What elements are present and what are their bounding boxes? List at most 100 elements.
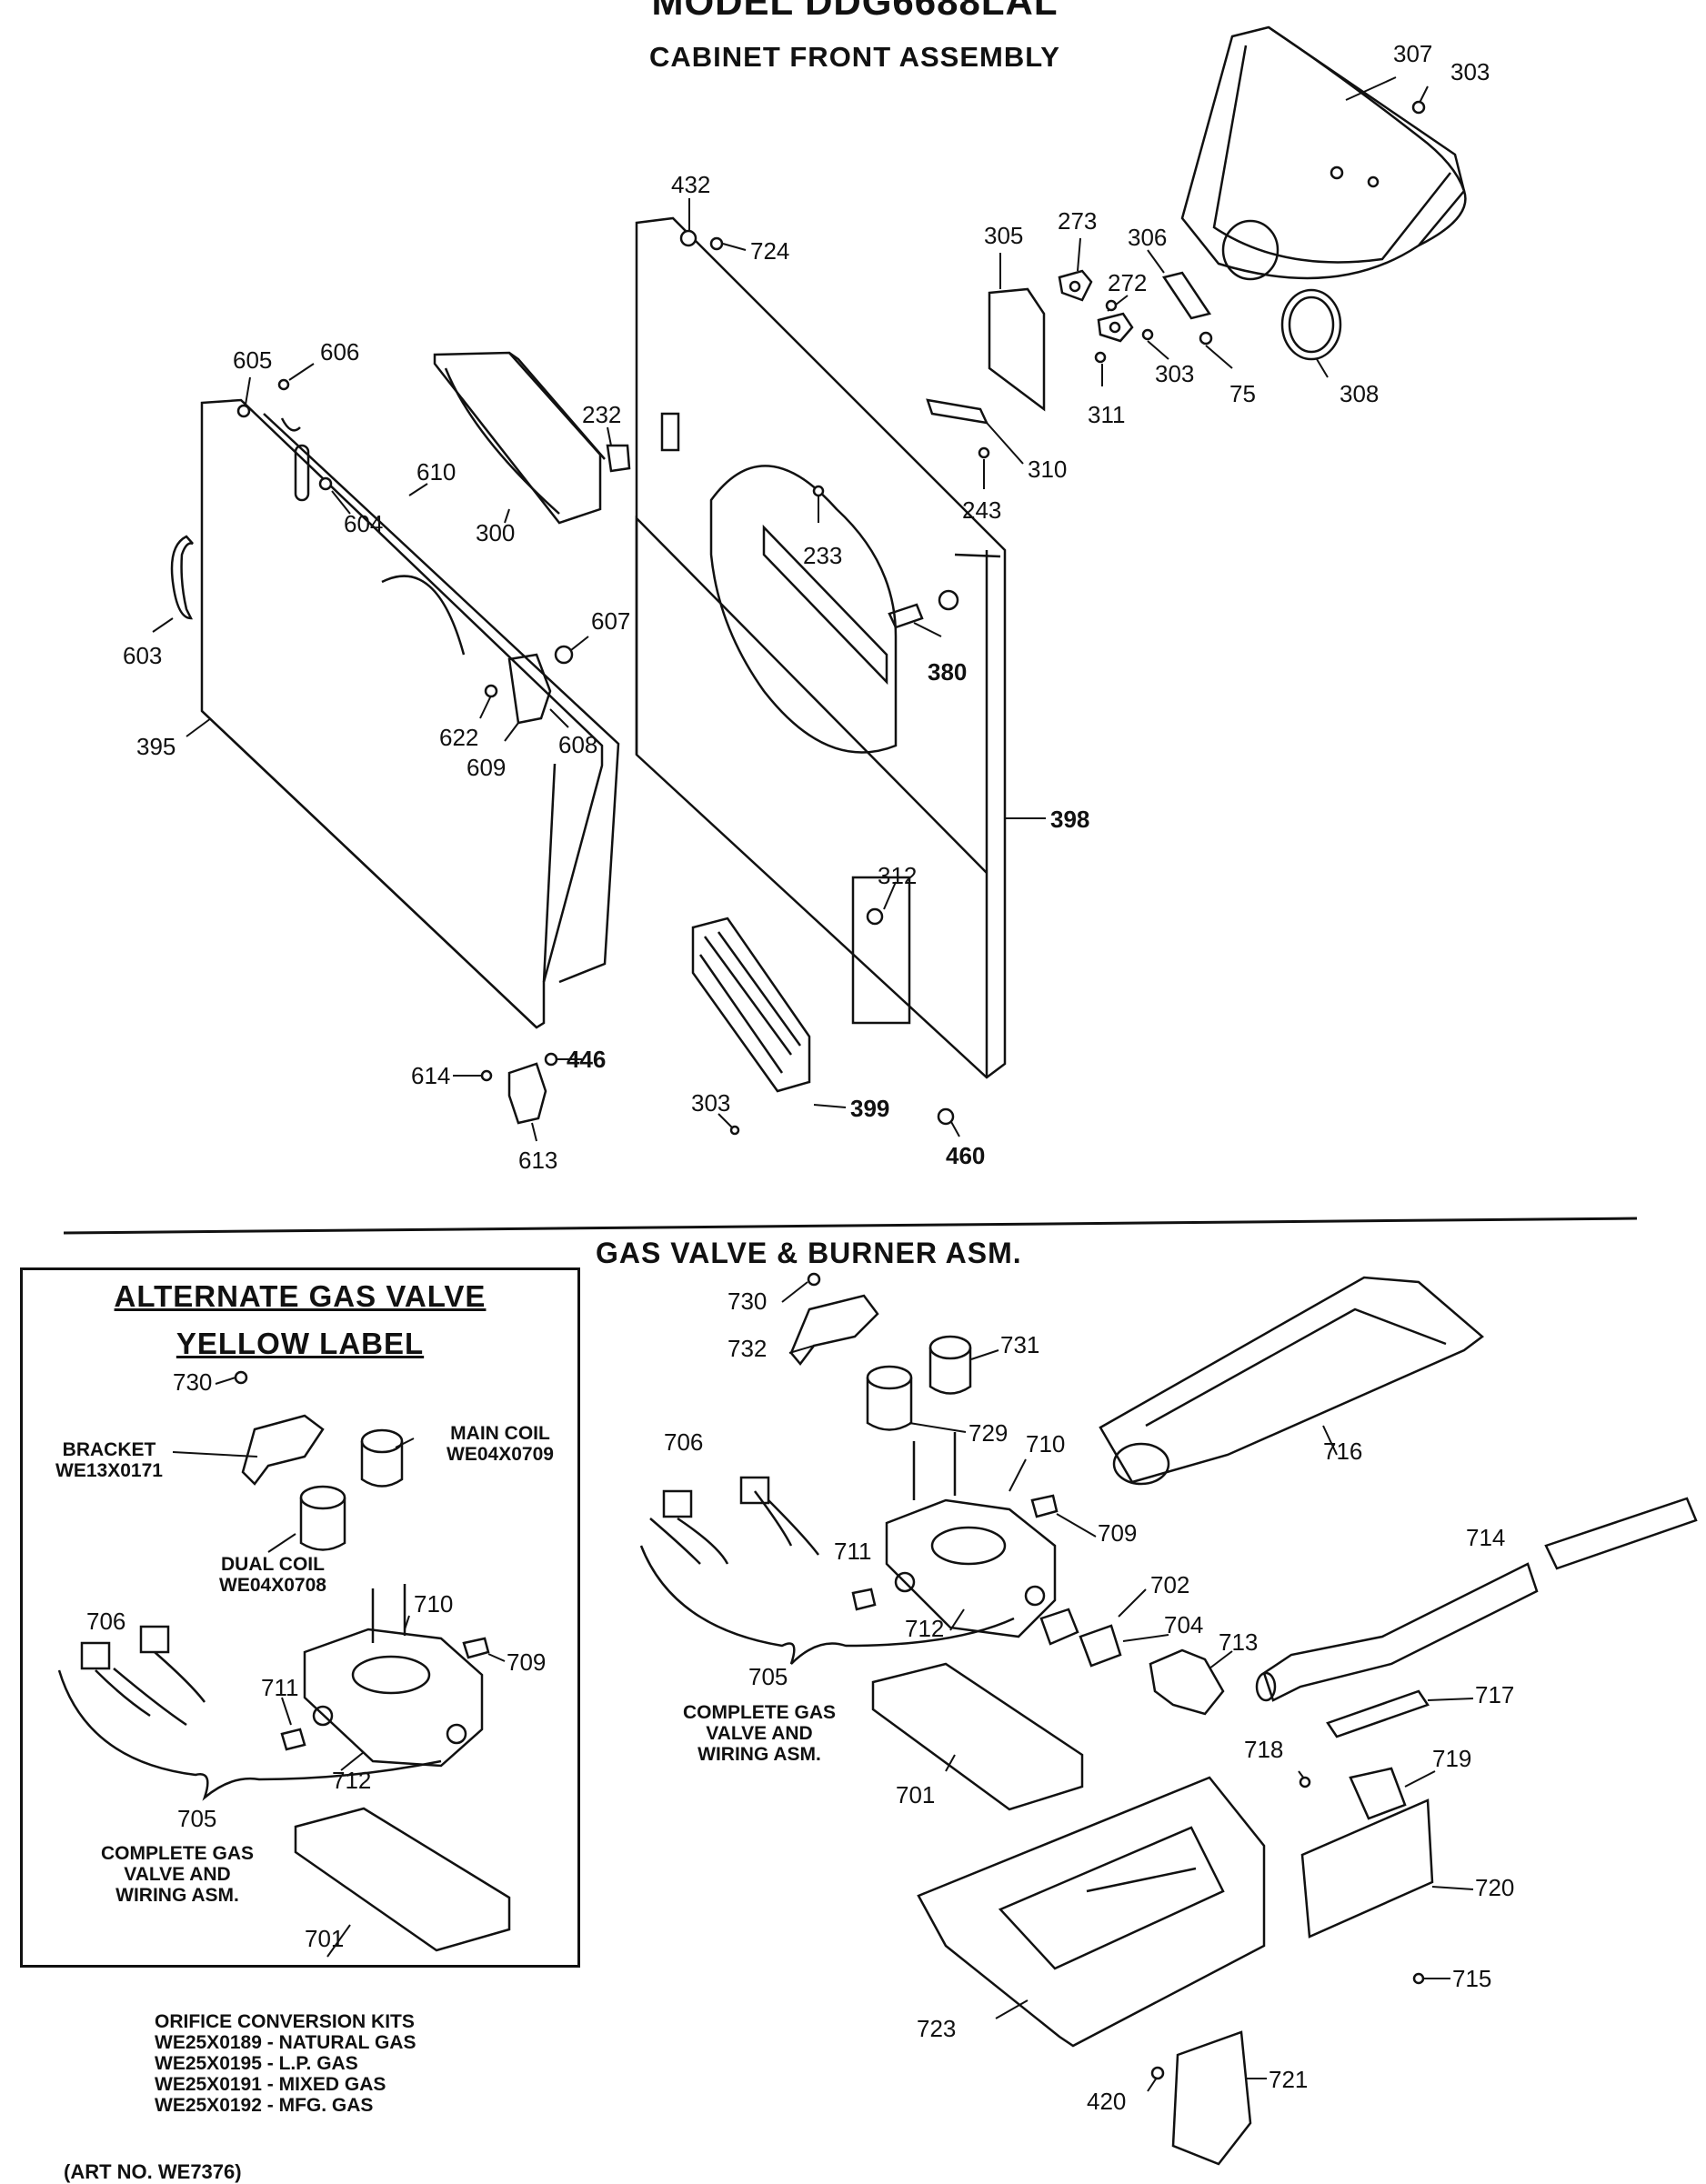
kit-item: WE25X0191 - MIXED GAS <box>155 2074 386 2095</box>
callout-731: 731 <box>1000 1331 1039 1358</box>
kit-item: WE25X0189 - NATURAL GAS <box>155 2032 416 2053</box>
callout-395: 395 <box>136 733 176 760</box>
part-395-door <box>200 398 620 1029</box>
part-613-hinge <box>507 1062 547 1125</box>
callout-713: 713 <box>1219 1628 1258 1656</box>
callout-732: 732 <box>728 1335 767 1362</box>
callout-232: 232 <box>582 401 621 428</box>
callout-303b: 303 <box>1155 360 1194 387</box>
callout-75: 75 <box>1229 380 1256 407</box>
kit-item: WE25X0192 - MFG. GAS <box>155 2095 374 2116</box>
callout-399: 399 <box>850 1095 889 1122</box>
callout-720: 720 <box>1475 1874 1514 1901</box>
callout-305: 305 <box>984 222 1023 249</box>
callout-715: 715 <box>1452 1965 1491 1992</box>
callout-310: 310 <box>1028 456 1067 483</box>
callout-701: 701 <box>896 1781 935 1808</box>
callout-380: 380 <box>928 658 967 686</box>
callout-729: 729 <box>968 1419 1008 1447</box>
callout-606: 606 <box>320 338 359 366</box>
callout-622: 622 <box>439 724 478 751</box>
gas-parts <box>639 1272 1698 2166</box>
part-380-pin <box>888 603 924 629</box>
part-307-shroud <box>1180 25 1467 281</box>
gas-callout-labels: 730 732 731 729 706 710 709 716 711 702 … <box>664 1287 1514 2115</box>
cabinet-fasteners <box>236 100 1426 1136</box>
cabinet-callout-labels: 307 303 432 724 305 273 306 272 303 75 3… <box>123 40 1490 1174</box>
callout-610: 610 <box>416 458 456 486</box>
callout-608: 608 <box>558 731 597 758</box>
part-308-ring <box>1280 288 1342 361</box>
alt-callout-730: 730 <box>173 1368 212 1396</box>
callout-307: 307 <box>1393 40 1432 67</box>
callout-312: 312 <box>878 862 917 889</box>
part-608-hinge <box>507 653 552 725</box>
part-305-cover <box>988 287 1046 412</box>
callout-420: 420 <box>1087 2088 1126 2115</box>
callout-730: 730 <box>728 1287 767 1315</box>
alternate-box-subtitle: YELLOW LABEL <box>176 1327 425 1360</box>
callout-712: 712 <box>905 1615 944 1642</box>
part-399-grille <box>691 917 811 1093</box>
callout-718: 718 <box>1244 1736 1283 1763</box>
callout-710: 710 <box>1026 1430 1065 1458</box>
kit-item: WE25X0195 - L.P. GAS <box>155 2053 358 2074</box>
callout-272: 272 <box>1108 269 1147 296</box>
bracket-label: BRACKET WE13X0171 <box>55 1439 163 1481</box>
part-272-thermostat <box>1097 312 1134 343</box>
callout-432: 432 <box>671 171 710 198</box>
callout-398: 398 <box>1050 806 1089 833</box>
part-310-strip <box>926 398 989 425</box>
part-273-thermostat <box>1058 269 1093 302</box>
callout-446: 446 <box>567 1046 606 1073</box>
alternate-valve-drawing: 730 706 710 709 711 712 705 701 <box>57 1368 546 1958</box>
alt-callouts: 730 706 710 709 711 712 705 701 <box>86 1368 546 1952</box>
section-title-gas: GAS VALVE & BURNER ASM. <box>596 1237 1022 1269</box>
callout-233: 233 <box>803 542 842 569</box>
callout-607: 607 <box>591 607 630 635</box>
callout-308: 308 <box>1340 380 1379 407</box>
alt-callout-709: 709 <box>507 1648 546 1676</box>
alt-callout-701: 701 <box>305 1925 344 1952</box>
callout-717: 717 <box>1475 1681 1514 1708</box>
part-232-switch <box>606 444 631 473</box>
gas-leaders <box>781 1281 1474 2092</box>
kits-title: ORIFICE CONVERSION KITS <box>155 2011 415 2032</box>
alt-callout-705: 705 <box>177 1805 216 1832</box>
main-coil-label: MAIN COIL WE04X0709 <box>447 1423 554 1465</box>
callout-702: 702 <box>1150 1571 1189 1598</box>
section-divider <box>63 1217 1638 1235</box>
art-number: (ART NO. WE7376) <box>64 2160 242 2183</box>
callout-613: 613 <box>518 1147 557 1174</box>
alt-parts <box>57 1370 511 1952</box>
alt-callout-711: 711 <box>261 1674 298 1701</box>
alternate-box-title: ALTERNATE GAS VALVE <box>114 1279 487 1313</box>
callout-460: 460 <box>946 1142 985 1169</box>
gas-complete-label: COMPLETE GAS VALVE AND WIRING ASM. <box>682 1702 836 1765</box>
part-300-lint-duct <box>433 351 606 525</box>
callout-709: 709 <box>1098 1519 1137 1547</box>
part-603-handle <box>170 535 194 620</box>
cabinet-leaders <box>152 76 1429 1142</box>
callout-273: 273 <box>1058 207 1097 235</box>
callout-603: 603 <box>123 642 162 669</box>
callout-724: 724 <box>750 237 789 265</box>
callout-609: 609 <box>467 754 506 781</box>
alt-complete-label: COMPLETE GAS VALVE AND WIRING ASM. <box>100 1843 254 1906</box>
callout-723: 723 <box>917 2015 956 2042</box>
callout-303c: 303 <box>691 1089 730 1117</box>
callout-711: 711 <box>834 1538 871 1565</box>
model-title: MODEL DDG6688LAL <box>651 0 1059 23</box>
alt-callout-712: 712 <box>332 1767 371 1794</box>
alternate-gas-valve-box: ALTERNATE GAS VALVE YELLOW LABEL <box>20 1267 580 1968</box>
callout-604: 604 <box>344 510 383 537</box>
callout-605: 605 <box>233 346 272 374</box>
part-398-front-panel <box>635 216 1007 1079</box>
callout-306: 306 <box>1128 224 1167 251</box>
orifice-conversion-kits: ORIFICE CONVERSION KITS WE25X0189 - NATU… <box>155 2011 416 2116</box>
callout-721: 721 <box>1269 2066 1308 2093</box>
callout-303: 303 <box>1450 58 1490 85</box>
part-306-bracket <box>1161 271 1213 346</box>
